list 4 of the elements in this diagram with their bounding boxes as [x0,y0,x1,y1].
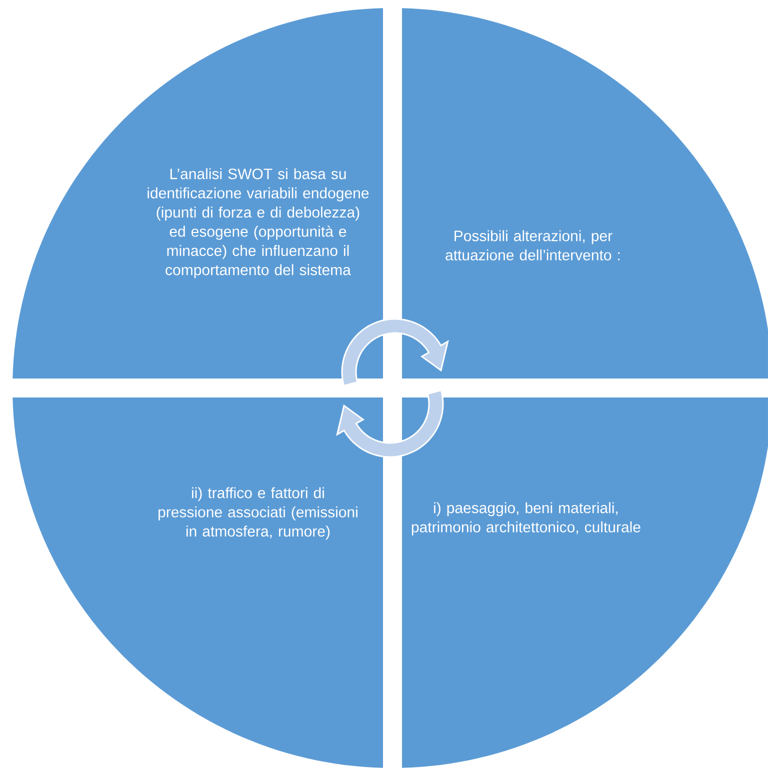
quadrant: Possibili alterazioni, per attuazione dell’intervento : [402,8,768,378]
quadrant: ii) traffico e fattori di pressione associati (emissioni in atmosfera, rumore) [12,398,383,768]
quadrant: i) paesaggio, beni materiali, patrimonio architettonico, culturale [402,398,768,768]
quadrant: L’analisi SWOT si basa su identificazione variabili endogene (ipunti di forza e di debolezza) ed esogene (opportunità e minacce) che influenzano il comportamento del sistema [12,8,383,378]
